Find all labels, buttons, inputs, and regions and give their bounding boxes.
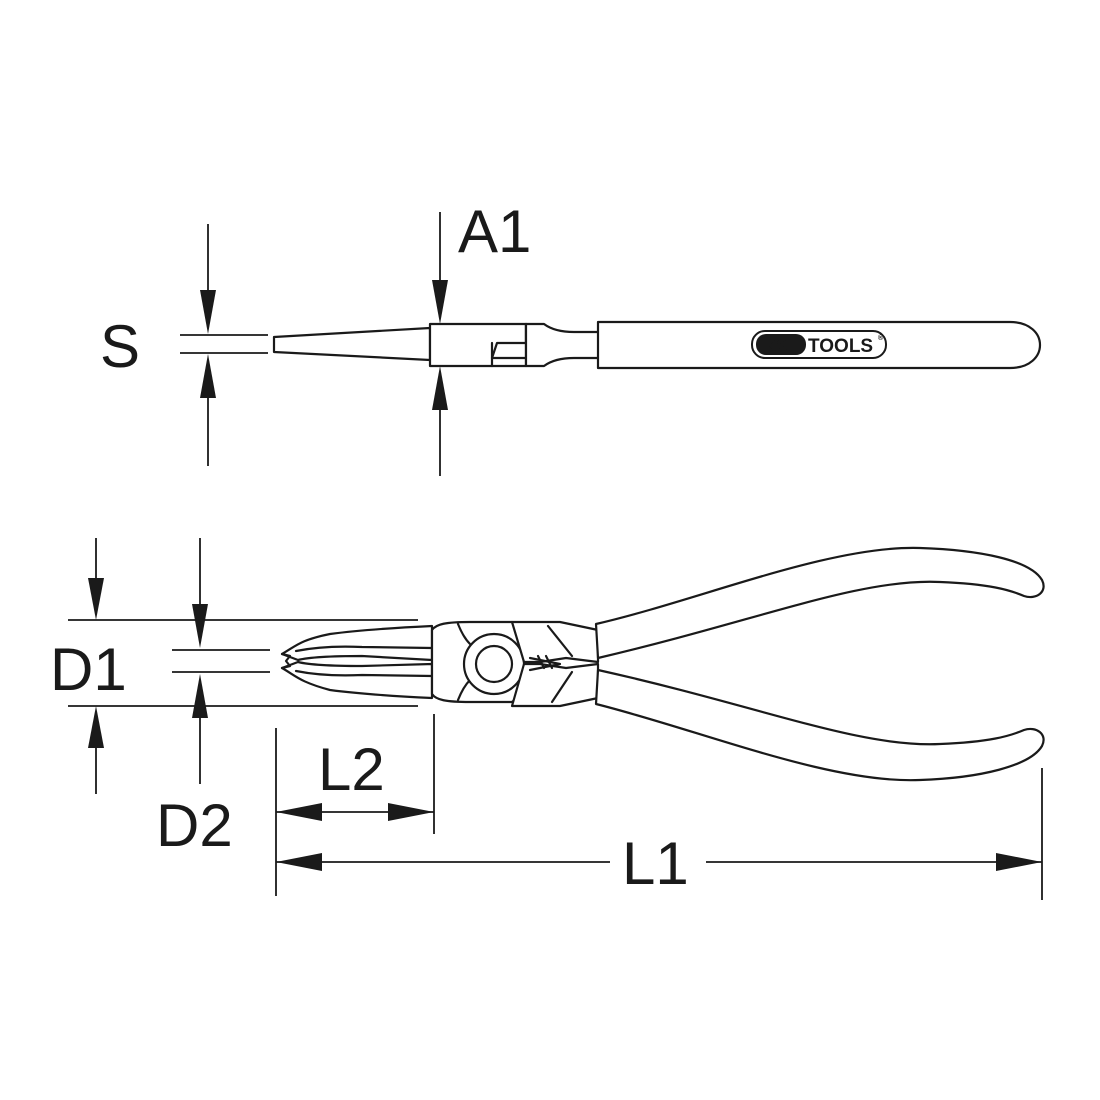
- label-s: S: [100, 313, 140, 380]
- label-d1: D1: [50, 636, 127, 703]
- ks-tools-logo: KS TOOLS ®: [751, 330, 887, 359]
- dimension-l2: L2: [275, 714, 435, 896]
- dimension-a1: A1: [432, 198, 531, 476]
- label-l2: L2: [318, 736, 385, 803]
- label-l1: L1: [622, 830, 689, 897]
- tool-side-profile: [272, 320, 1042, 370]
- bottom-view: D1 D2: [50, 538, 1045, 900]
- logo-brand-left: KS: [764, 336, 788, 355]
- logo-registered-mark: ®: [878, 334, 884, 342]
- dimension-s: S: [100, 224, 268, 466]
- pliers-front-profile: [280, 546, 1045, 782]
- dimension-d2: D2: [156, 538, 270, 859]
- label-d2: D2: [156, 792, 233, 859]
- top-view: S A1 KS TOOLS ®: [100, 198, 1042, 476]
- logo-brand-right: TOOLS: [808, 336, 873, 357]
- dimension-l1: L1: [276, 768, 1043, 900]
- label-a1: A1: [458, 198, 531, 265]
- dimension-d1: D1: [50, 538, 418, 794]
